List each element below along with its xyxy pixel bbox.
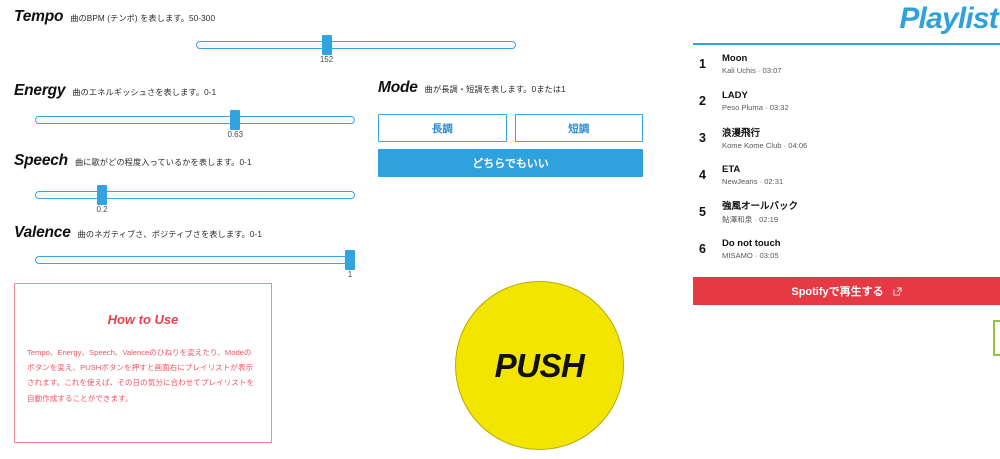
track-artist-duration: NewJeans · 02:31 (722, 176, 784, 186)
track-artist-duration: Kali Uchis · 03:07 (722, 65, 782, 75)
param-speech-title: Speech (14, 152, 68, 169)
external-link-icon (893, 286, 902, 296)
slider-speech[interactable]: 0.2 (35, 185, 355, 216)
playlist-title: Playlist (899, 2, 998, 35)
mode-minor-button[interactable]: 短調 (514, 114, 643, 142)
track-meta: 強風オールバック鮎澤和泉 · 02:19 (722, 198, 798, 225)
param-energy-desc: 曲のエネルギッシュさを表します。0-1 (72, 88, 217, 97)
slider-speech-thumb[interactable] (97, 185, 107, 205)
track-number: 6 (699, 241, 706, 256)
playlist-divider (693, 43, 1000, 45)
how-to-use-box: How to Use Tempo、Energy、Speech、Valenceのひ… (14, 283, 272, 443)
track-number: 2 (699, 93, 706, 108)
track-title: 浪漫飛行 (722, 128, 761, 139)
slider-valence[interactable]: 1 (35, 250, 355, 281)
track-row[interactable]: 5 強風オールバック鮎澤和泉 · 02:19 (693, 193, 1000, 230)
track-artist-duration: 鮎澤和泉 · 02:19 (722, 215, 779, 224)
slider-valence-value: 1 (347, 270, 353, 279)
mode-block: Mode 曲が長調・短調を表します。0または1 長調 短調 どちらでもいい (378, 79, 643, 177)
how-to-use-title: How to Use (107, 312, 179, 327)
track-title: Moon (722, 52, 748, 64)
track-artist-duration: Peso Pluma · 03:32 (722, 102, 789, 112)
slider-energy-track[interactable] (35, 116, 355, 124)
mode-title: Mode (378, 79, 418, 96)
slider-energy-value: 0.63 (227, 130, 244, 139)
param-energy: Energy 曲のエネルギッシュさを表します。0-1 (14, 82, 216, 100)
slider-tempo-value: 152 (319, 55, 334, 64)
param-valence-desc: 曲のネガティブさ、ポジティブさを表します。0-1 (77, 230, 262, 239)
slider-energy-thumb[interactable] (230, 110, 241, 130)
track-title: LADY (722, 89, 748, 101)
param-energy-title: Energy (14, 82, 66, 99)
param-tempo-desc: 曲のBPM (テンポ) を表します。50-300 (70, 14, 216, 23)
slider-energy[interactable]: 0.63 (35, 110, 355, 141)
push-button-label: PUSH (494, 346, 585, 384)
slider-speech-track[interactable] (35, 191, 355, 199)
param-speech: Speech 曲に歌がどの程度入っているかを表します。0-1 (14, 152, 252, 170)
track-meta: 浪漫飛行 Kome Kome Club · 04:06 (722, 125, 807, 150)
mode-desc: 曲が長調・短調を表します。0または1 (424, 85, 566, 94)
slider-speech-value: 0.2 (96, 205, 108, 214)
track-number: 3 (699, 130, 706, 145)
track-artist-duration: Kome Kome Club · 04:06 (722, 141, 808, 150)
mode-header: Mode 曲が長調・短調を表します。0または1 (378, 79, 643, 97)
edge-widget-fragment[interactable] (993, 320, 1000, 356)
track-number: 1 (699, 56, 706, 71)
param-tempo-header: Tempo 曲のBPM (テンポ) を表します。50-300 (14, 8, 215, 26)
how-to-use-body: Tempo、Energy、Speech、Valenceのひねりを変えたり、Mod… (27, 348, 255, 403)
track-title: Do not touch (722, 237, 781, 249)
controls-panel: Tempo 曲のBPM (テンポ) を表します。50-300 152 Energ… (14, 8, 643, 450)
track-artist-duration: MISAMO · 03:05 (722, 250, 779, 260)
param-tempo: Tempo 曲のBPM (テンポ) を表します。50-300 (14, 8, 215, 26)
slider-tempo[interactable]: 152 (196, 35, 516, 66)
param-tempo-title: Tempo (14, 8, 64, 25)
slider-tempo-track[interactable] (196, 41, 516, 49)
track-title: ETA (722, 163, 741, 175)
param-valence: Valence 曲のネガティブさ、ポジティブさを表します。0-1 (14, 224, 262, 242)
param-speech-header: Speech 曲に歌がどの程度入っているかを表します。0-1 (14, 152, 252, 170)
track-number: 4 (699, 167, 706, 182)
push-button[interactable]: PUSH (455, 281, 624, 450)
track-row[interactable]: 3 浪漫飛行 Kome Kome Club · 04:06 (693, 119, 1000, 156)
mode-button-row: 長調 短調 (378, 114, 643, 142)
param-valence-title: Valence (14, 224, 71, 241)
track-number: 5 (699, 204, 706, 219)
mode-either-button[interactable]: どちらでもいい (378, 149, 643, 177)
spotify-play-label: Spotifyで再生する (791, 286, 884, 298)
param-valence-header: Valence 曲のネガティブさ、ポジティブさを表します。0-1 (14, 224, 262, 242)
slider-valence-track[interactable] (35, 256, 355, 264)
slider-valence-thumb[interactable] (345, 250, 355, 270)
param-energy-header: Energy 曲のエネルギッシュさを表します。0-1 (14, 82, 216, 100)
mode-major-button[interactable]: 長調 (378, 114, 507, 142)
spotify-play-button[interactable]: Spotifyで再生する (693, 277, 1000, 305)
slider-tempo-thumb[interactable] (321, 35, 332, 55)
param-speech-desc: 曲に歌がどの程度入っているかを表します。0-1 (74, 158, 252, 167)
track-title: 強風オールバック (722, 201, 799, 212)
